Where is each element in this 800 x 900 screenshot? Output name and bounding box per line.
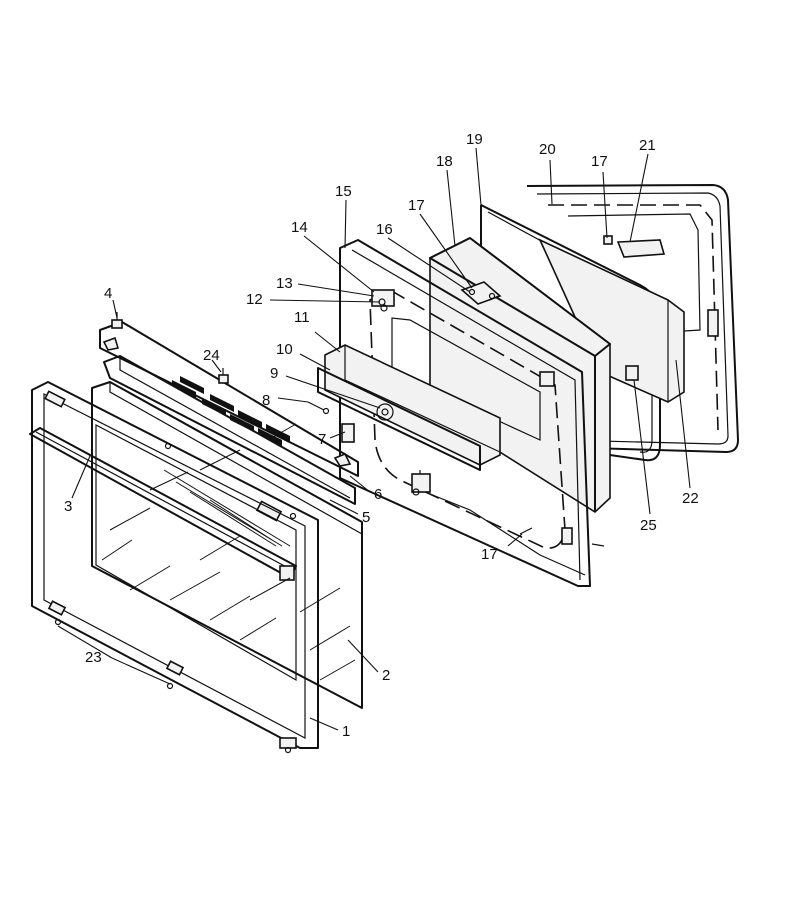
callout-4: 4 [104, 285, 112, 302]
screw-8 [307, 401, 330, 415]
callout-13: 13 [276, 275, 293, 292]
screw-17c [519, 527, 605, 547]
hinge-plate-13 [371, 289, 395, 307]
bracket-21 [616, 239, 666, 258]
callout-17c: 17 [481, 546, 498, 563]
callout-23: 23 [85, 649, 102, 666]
callout-21: 21 [639, 137, 656, 154]
side-clip [707, 309, 719, 337]
callout-20: 20 [539, 141, 556, 158]
vent-slots [172, 376, 290, 446]
callout-16: 16 [376, 221, 393, 238]
callout-1: 1 [342, 723, 350, 740]
callout-14: 14 [291, 219, 308, 236]
inner-door-liner [526, 184, 739, 453]
callout-19: 19 [466, 131, 483, 148]
callout-11: 11 [294, 309, 310, 326]
callout-3: 3 [64, 498, 72, 515]
callout-labels: 1 2 3 4 5 6 7 8 9 10 11 12 13 14 15 16 1… [64, 131, 699, 740]
glass-reflection-hatching [101, 423, 356, 681]
screw-17b [603, 235, 613, 245]
screw-4 [111, 312, 123, 329]
callout-18: 18 [436, 153, 453, 170]
outer-glass-2 [91, 381, 363, 709]
callout-7: 7 [318, 431, 326, 448]
clip-25 [625, 365, 639, 381]
callout-10: 10 [276, 341, 293, 358]
callout-5: 5 [362, 509, 370, 526]
callout-8: 8 [262, 392, 270, 409]
callout-25: 25 [640, 517, 657, 534]
callout-2: 2 [382, 667, 390, 684]
callout-24: 24 [203, 347, 220, 364]
screw-front [164, 442, 420, 520]
vent-panel-5 [103, 355, 356, 505]
callout-6: 6 [374, 486, 382, 503]
callout-12: 12 [246, 291, 263, 308]
callout-22: 22 [682, 490, 699, 507]
inner-door-panel-15 [339, 239, 591, 587]
callout-17a: 17 [408, 197, 425, 214]
outer-door-frame-1 [31, 381, 319, 749]
screw-17a [489, 295, 499, 301]
callout-9: 9 [270, 365, 278, 382]
screw-24 [218, 368, 229, 384]
leader-lines [57, 147, 691, 731]
screws [54, 235, 613, 754]
inner-glass-retainer [317, 344, 501, 471]
screw-23 [54, 618, 292, 754]
callout-17b: 17 [591, 153, 608, 170]
callout-15: 15 [335, 183, 352, 200]
